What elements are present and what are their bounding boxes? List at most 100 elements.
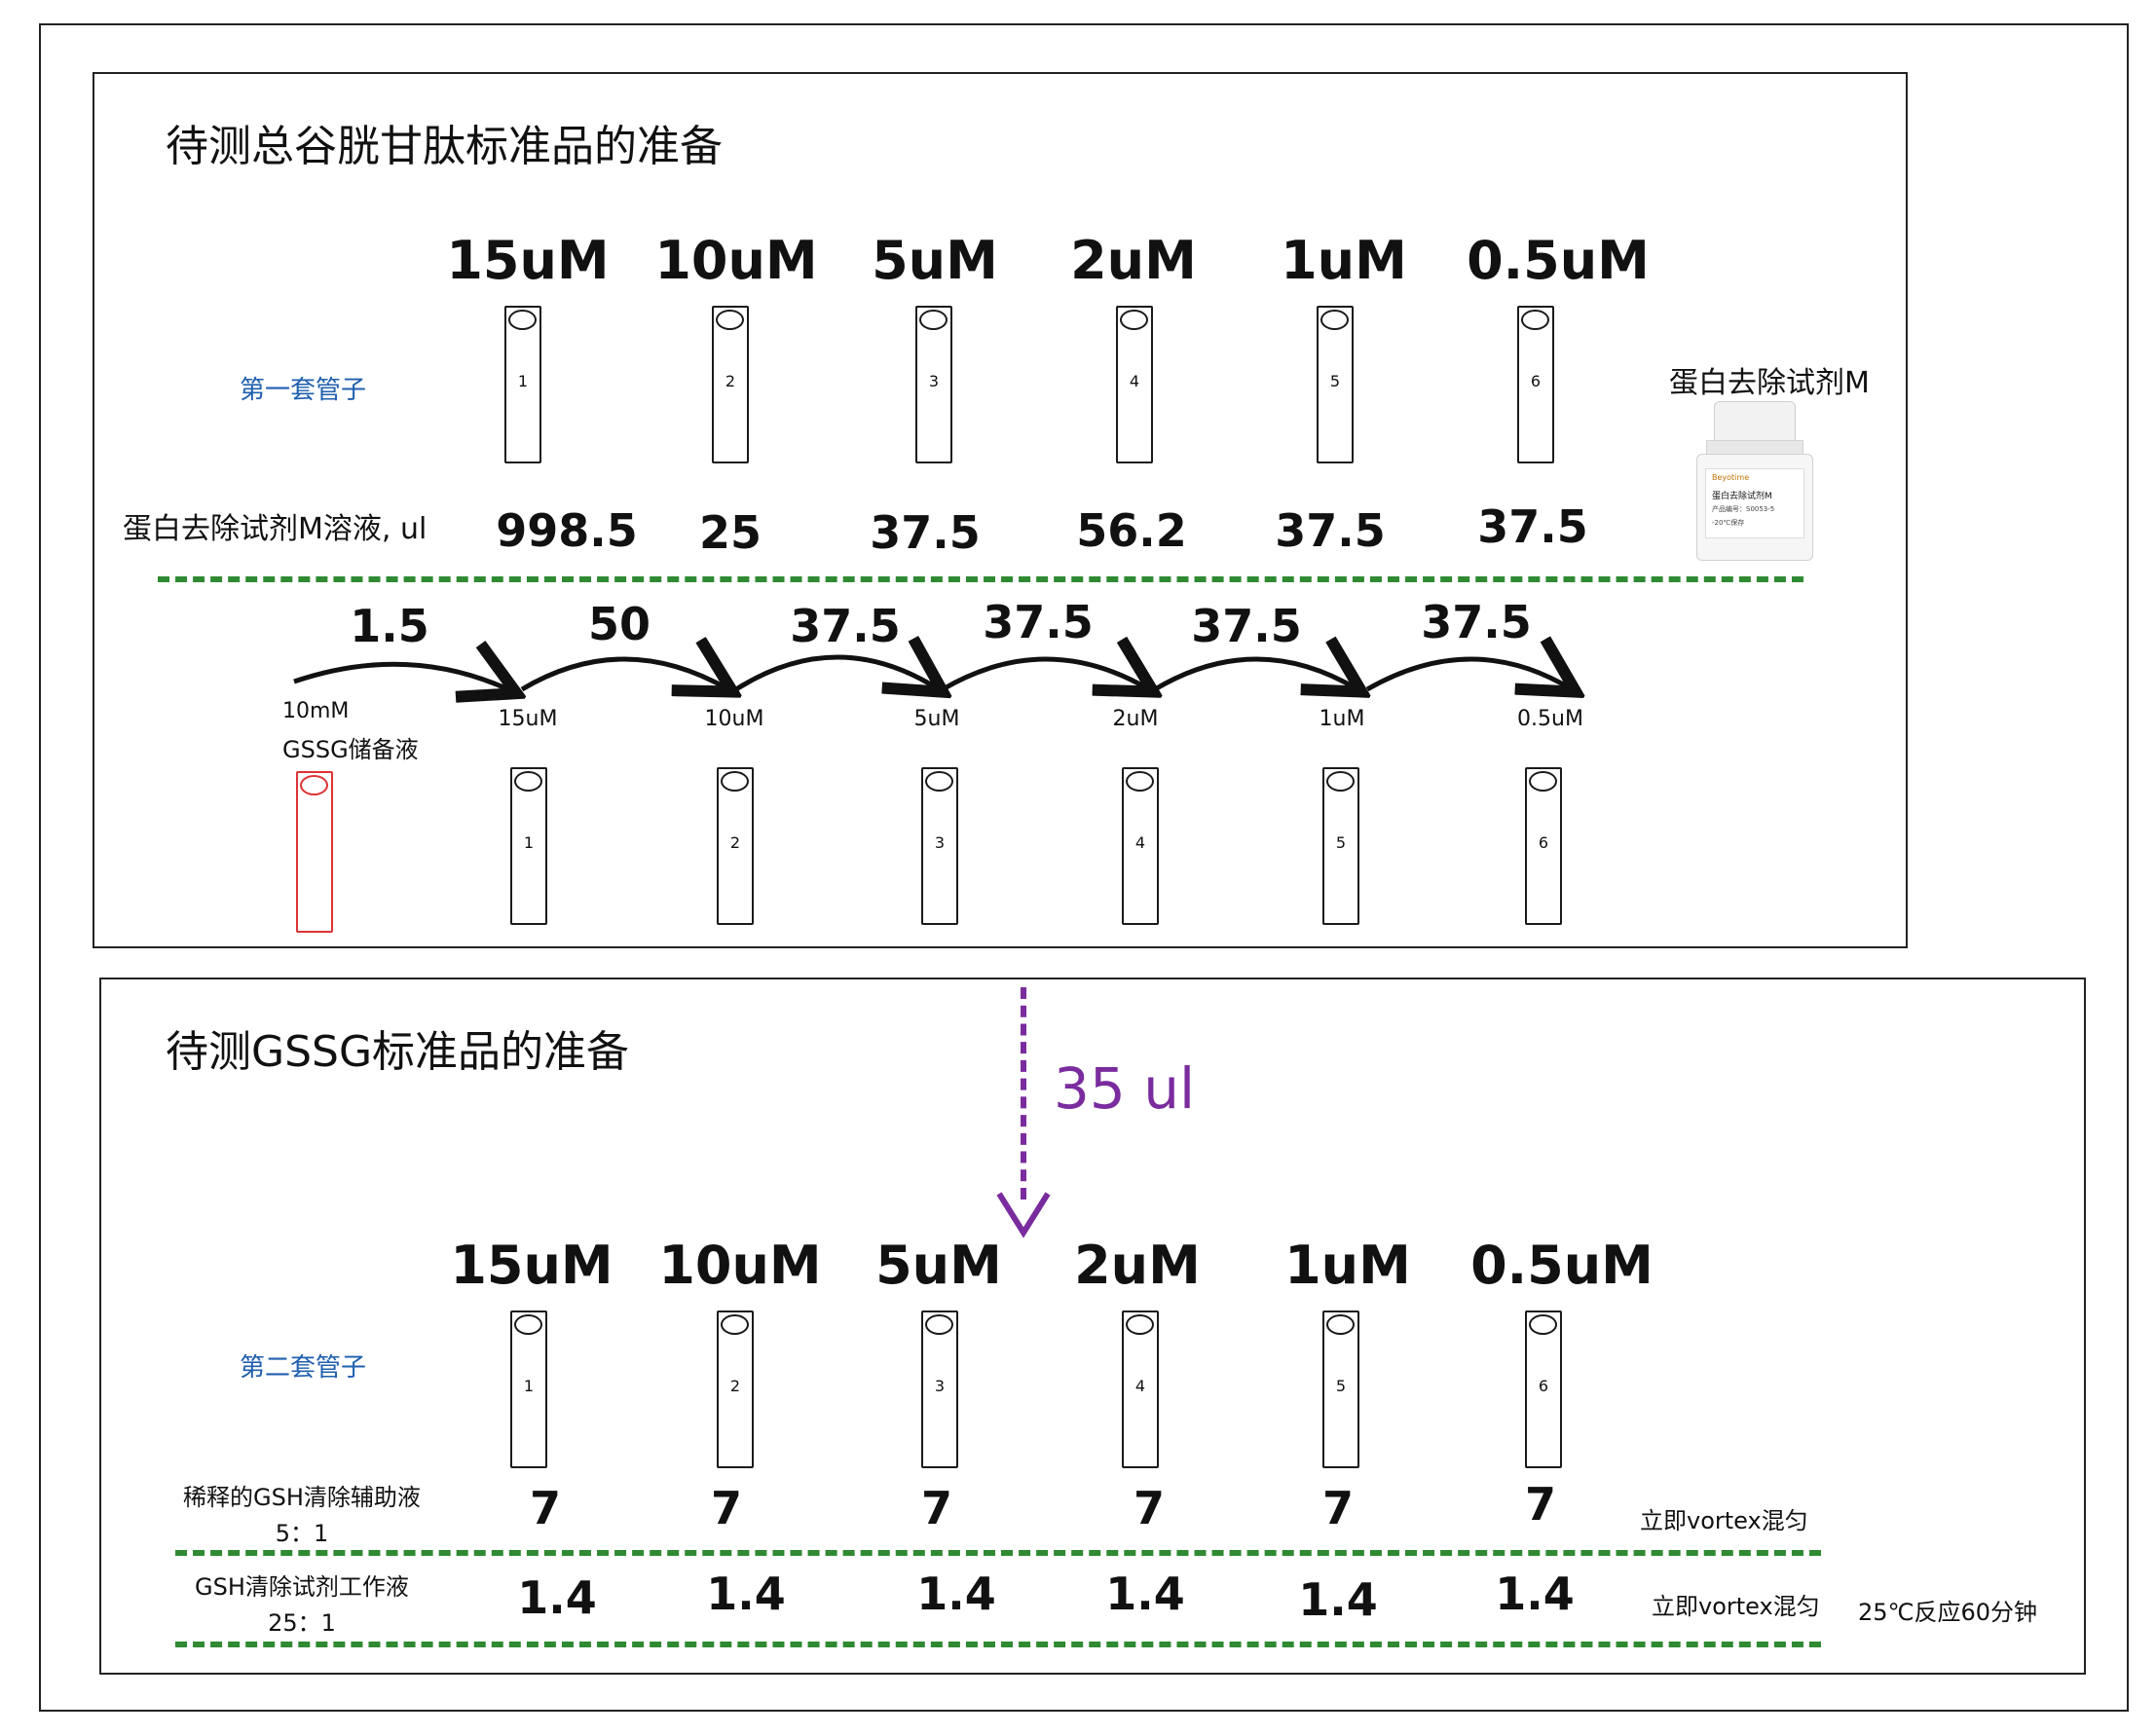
outer-frame [39, 23, 2129, 1712]
tube-dilution-2: 2 [717, 767, 754, 925]
stock-label-line1: 10mM [282, 699, 350, 723]
tube-number: 4 [1134, 1377, 1146, 1395]
bottom-conc-label: 5uM [875, 1235, 1002, 1296]
second-set-label: 第二套管子 [240, 1353, 367, 1383]
arrow-2uM-to-1uM [1153, 659, 1357, 689]
tube-number: 6 [1538, 1377, 1549, 1395]
row1-value: 7 [1524, 1478, 1556, 1531]
tube-dilution-1: 1 [510, 767, 547, 925]
reagent-bottle-image: Beyotime 蛋白去除试剂M 产品编号：S0053-5 -20℃保存 [1696, 401, 1813, 561]
tube-cap [1120, 310, 1148, 330]
row2-value: 1.4 [1105, 1568, 1185, 1620]
tube-number: 5 [1335, 1377, 1347, 1395]
row2-note-incubation: 25℃反应60分钟 [1858, 1599, 2038, 1626]
tube-set1-4: 4 [1116, 306, 1153, 463]
tube-cap [1529, 771, 1557, 792]
tube-number: 3 [934, 1377, 946, 1395]
reagent-volume: 56.2 [1076, 504, 1187, 557]
row1-value: 7 [529, 1482, 561, 1534]
bottle-brand: Beyotime [1712, 473, 1750, 482]
tube-set1-2: 2 [712, 306, 749, 463]
transfer-arrowhead [996, 1192, 1051, 1238]
divider-dashed-line [158, 576, 1803, 582]
tube-set1-6: 6 [1517, 306, 1554, 463]
bottle-sticker: Beyotime 蛋白去除试剂M 产品编号：S0053-5 -20℃保存 [1705, 468, 1804, 538]
tube-cap [925, 771, 953, 792]
tube-number: 2 [729, 833, 741, 852]
row2-value: 1.4 [517, 1571, 597, 1624]
bottom-conc-label: 10uM [658, 1235, 822, 1296]
bottle-name: 蛋白去除试剂M [1712, 492, 1772, 501]
row1-value: 7 [710, 1482, 742, 1534]
tube-number: 4 [1134, 833, 1146, 852]
tube-set2-4: 4 [1122, 1310, 1159, 1468]
tube-cap [925, 1314, 953, 1335]
row1-value: 7 [920, 1482, 952, 1534]
row2-value: 1.4 [706, 1568, 786, 1620]
tube-cap [1326, 771, 1355, 792]
tube-set2-6: 6 [1525, 1310, 1562, 1468]
tube-number: 1 [523, 1377, 535, 1395]
top-conc-label: 15uM [446, 230, 610, 291]
tube-number: 5 [1335, 833, 1347, 852]
tube-dilution-4: 4 [1122, 767, 1159, 925]
tube-number: 2 [725, 372, 736, 390]
dilution-conc-label: 0.5uM [1517, 707, 1583, 731]
first-set-label: 第一套管子 [240, 376, 367, 405]
row2-label-line1: GSH清除试剂工作液 [195, 1573, 409, 1601]
tube-number: 1 [517, 372, 529, 390]
arrow-stock-to-15uM [293, 664, 512, 691]
bottom-conc-label: 2uM [1074, 1235, 1201, 1296]
top-panel-title: 待测总谷胱甘肽标准品的准备 [166, 122, 723, 171]
tube-number: 1 [523, 833, 535, 852]
tube-number: 2 [729, 1377, 741, 1395]
arrow-15uM-to-10uM [520, 659, 728, 689]
row1-label: 稀释的GSH清除辅助液 5：1 [175, 1480, 428, 1552]
tube-set2-1: 1 [510, 1310, 547, 1468]
tube-dilution-5: 5 [1322, 767, 1359, 925]
row2-value: 1.4 [916, 1568, 996, 1620]
tube-set2-5: 5 [1322, 1310, 1359, 1468]
row1-label-line2: 5：1 [275, 1520, 329, 1548]
stock-label-line2: GSSG储备液 [282, 736, 419, 763]
bottom-conc-label: 0.5uM [1470, 1235, 1654, 1296]
tube-cap [1320, 310, 1349, 330]
tube-cap [716, 310, 744, 330]
dilution-conc-label: 5uM [913, 707, 960, 731]
tube-dilution-3: 3 [921, 767, 958, 925]
arrow-10uM-to-5uM [734, 657, 939, 689]
tube-cap [721, 1314, 749, 1335]
bottom-panel [99, 978, 2086, 1675]
tube-set2-3: 3 [921, 1310, 958, 1468]
dilution-conc-label: 2uM [1112, 707, 1159, 731]
reagent-volume: 37.5 [870, 506, 981, 559]
tube-cap [514, 771, 542, 792]
tube-cap [300, 775, 328, 795]
tube-cap [1326, 1314, 1355, 1335]
tube-number: 6 [1530, 372, 1542, 390]
top-conc-label: 0.5uM [1467, 230, 1650, 291]
stock-tube [296, 771, 333, 933]
tube-cap [1126, 1314, 1154, 1335]
tube-cap [508, 310, 537, 330]
reagent-volume: 37.5 [1275, 504, 1386, 557]
row2-note: 立即vortex混匀 [1652, 1593, 1820, 1620]
row1-value: 7 [1133, 1482, 1165, 1534]
arrow-1uM-to-0.5uM [1365, 659, 1572, 689]
row1-note: 立即vortex混匀 [1640, 1507, 1808, 1534]
row1-value: 7 [1321, 1482, 1354, 1534]
bottle-storage: -20℃保存 [1712, 519, 1745, 527]
transfer-dashed-arrow [1021, 987, 1026, 1200]
tube-cap [1126, 771, 1154, 792]
tube-cap [1529, 1314, 1557, 1335]
tube-set1-1: 1 [504, 306, 541, 463]
top-conc-label: 10uM [654, 230, 818, 291]
row1-label-line1: 稀释的GSH清除辅助液 [183, 1484, 421, 1511]
reagent-bottle-label: 蛋白去除试剂M [1669, 366, 1870, 400]
bottle-body: Beyotime 蛋白去除试剂M 产品编号：S0053-5 -20℃保存 [1696, 454, 1813, 561]
tube-number: 4 [1129, 372, 1140, 390]
tube-number: 3 [934, 833, 946, 852]
bottle-code: 产品编号：S0053-5 [1712, 505, 1775, 513]
transfer-volume: 37.5 [983, 596, 1094, 648]
